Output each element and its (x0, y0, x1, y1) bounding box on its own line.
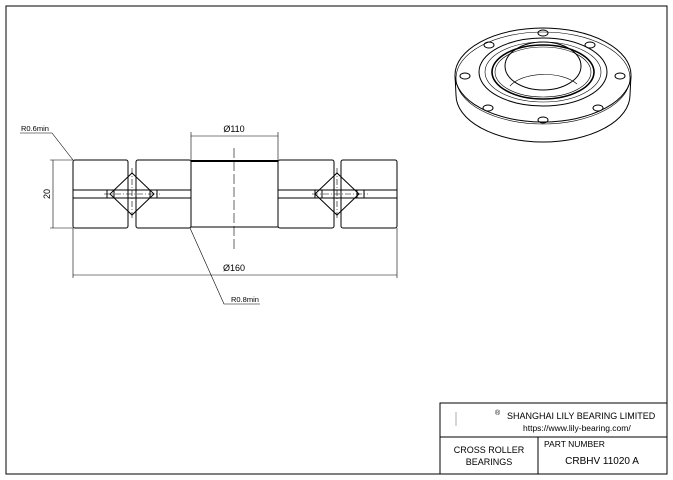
dimension-width: 20 (42, 159, 73, 229)
category-line-2: BEARINGS (466, 457, 513, 467)
dimension-bore: Ø110 (190, 124, 279, 160)
dimension-outer: Ø160 (72, 228, 398, 278)
width-dimension-label: 20 (42, 189, 52, 199)
radius-top-label: R0.6min (21, 124, 49, 133)
company-name: SHANGHAI LILY BEARING LIMITED (507, 411, 656, 421)
part-number-label: PART NUMBER (544, 439, 605, 449)
drawing-frame (5, 5, 668, 475)
registered-mark: ® (495, 409, 501, 417)
bearing-cross-section (72, 148, 398, 250)
bearing-isometric-view (454, 27, 632, 143)
radius-callout-top: R0.6min (20, 124, 74, 161)
bore-dimension-label: Ø110 (223, 124, 244, 134)
part-number-value: CRBHV 11020 A (565, 456, 639, 467)
outer-dimension-label: Ø160 (223, 263, 245, 273)
category-line-1: CROSS ROLLER (454, 445, 525, 455)
radius-bottom-label: R0.8min (231, 295, 259, 304)
radius-callout-bottom: R0.8min (189, 227, 260, 305)
title-block: ® SHANGHAI LILY BEARING LIMITED https://… (439, 402, 668, 475)
company-website: https://www.lily-bearing.com/ (523, 423, 631, 433)
